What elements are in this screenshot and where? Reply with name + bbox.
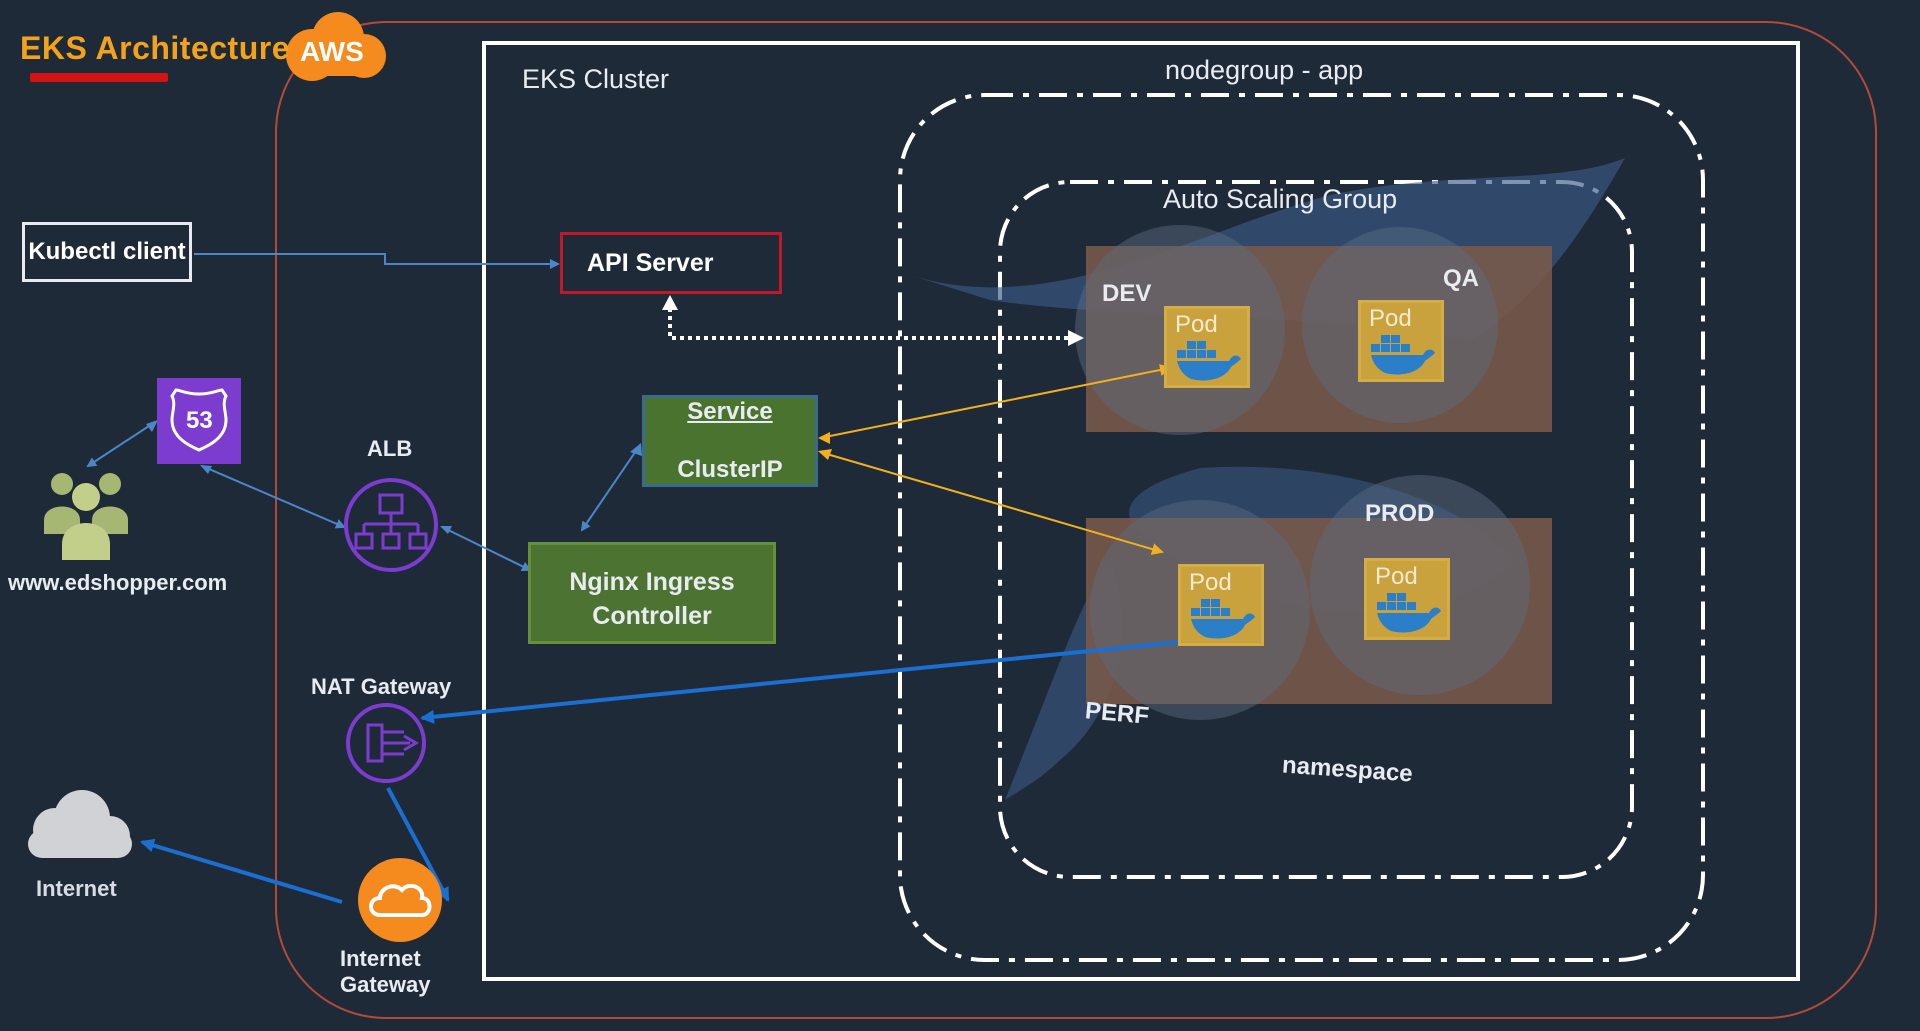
alb-icon [344,478,438,572]
service-to-dev-pod-connector [819,364,1172,439]
nodegroup-label: nodegroup - app [1165,55,1364,85]
service-to-perf-pod-connector [819,451,1164,555]
namespace-label-dev: DEV [1102,280,1152,307]
nginx-ingress-box: Nginx Ingress Controller [528,542,776,644]
kubectl-client-label: Kubectl client [28,238,186,265]
aws-badge-label: AWS [300,36,364,67]
users-domain-label: www.edshopper.com [8,570,228,595]
asg-label: Auto Scaling Group [1163,184,1398,214]
igw-to-internet-connector [140,838,343,904]
route53-to-users-connector [86,421,156,468]
pod-label: Pod [1369,305,1412,332]
service-title: Service [687,398,773,425]
route53-icon [157,378,241,464]
pod-qa: Pod [1358,300,1444,382]
docker-whale-icon [1377,593,1441,633]
service-type: ClusterIP [677,456,783,483]
eks-cluster-label: EKS Cluster [522,64,670,94]
title-underline [30,73,168,82]
namespace-label-qa: QA [1443,265,1479,292]
namespace-box-dev-qa [1086,246,1552,432]
internet-cloud-icon [28,790,132,858]
namespace-label-perf: PERF [1083,697,1151,730]
aws-badge-icon [286,12,386,81]
pod-label: Pod [1175,311,1218,338]
kubectl-client-box: Kubectl client [22,222,192,282]
api-server-box: API Server [560,232,782,294]
alb-to-nginx-connector [441,526,532,571]
internet-gateway-icon [358,858,442,942]
igw-label-line1: Internet [340,946,421,971]
pod-label: Pod [1375,563,1418,590]
docker-whale-icon [1191,599,1255,639]
api-to-nodes-connector [668,300,1080,340]
nat-to-igw-connector [386,787,450,902]
alb-label: ALB [367,436,413,461]
asg-box [998,180,1634,879]
api-arrowhead [662,295,678,310]
eks-cluster-box [482,41,1800,981]
nginx-to-service-connector [580,444,641,532]
pod-prod: Pod [1364,558,1450,640]
users-icon [44,473,128,560]
namespace-label-prod: PROD [1365,500,1435,527]
route53-to-alb-connector [201,465,346,529]
nginx-label-line1: Nginx Ingress [569,568,735,596]
api-server-label: API Server [587,248,714,277]
pod-perf: Pod [1178,564,1264,646]
docker-whale-icon [1371,335,1435,375]
pod-to-nat-connector [420,640,1181,724]
pod-dev: Pod [1164,306,1250,388]
kubectl-to-api-connector [194,253,560,269]
service-box: Service ClusterIP [642,395,818,487]
igw-label-line2: Gateway [340,972,431,997]
nat-gateway-icon [346,703,426,783]
nodes-arrowhead [1068,330,1084,346]
nodegroup-box [898,93,1705,962]
pod-label: Pod [1189,569,1232,596]
vpc-boundary [275,21,1877,1019]
nginx-label-line2: Controller [592,602,712,630]
page-title: EKS Architecture [20,30,290,66]
internet-label: Internet [36,876,117,901]
nat-gateway-label: NAT Gateway [311,674,452,699]
docker-whale-icon [1177,341,1241,381]
route53-number: 53 [186,407,213,434]
